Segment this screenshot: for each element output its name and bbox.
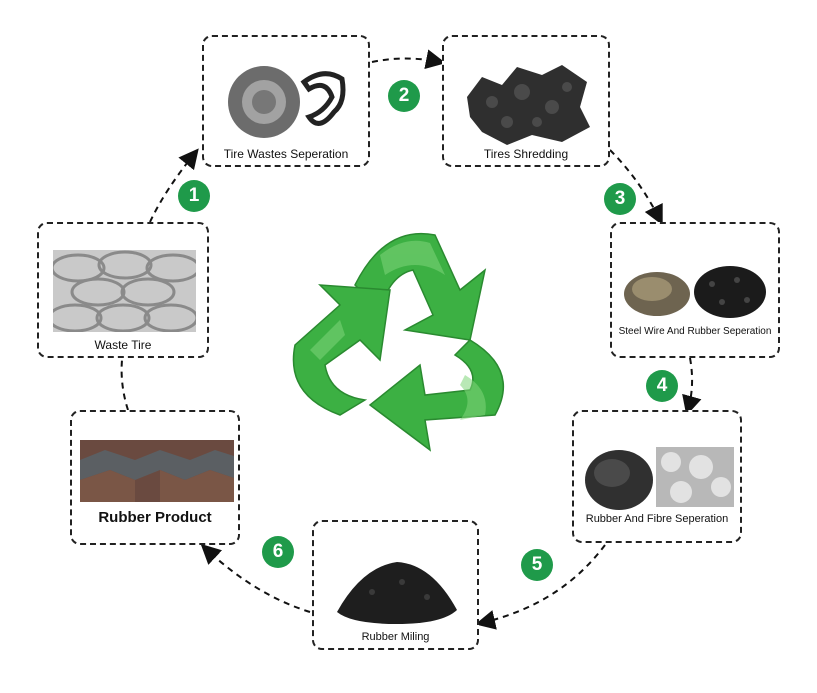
step-badge-1: 1 (178, 180, 210, 212)
step-box-rubber-and-fibre-seperation: Rubber And Fibre Seperation (572, 410, 742, 543)
waste-tire-photo (53, 250, 196, 332)
step-label-2: Tires Shredding (483, 147, 569, 161)
rubber-product-photo (80, 440, 234, 502)
step-badge-6: 6 (262, 536, 294, 568)
step-badge-3: 3 (604, 183, 636, 215)
step-box-rubber-miling: Rubber Miling (312, 520, 479, 650)
step-box-tire-wastes-seperation: Tire Wastes Seperation (202, 35, 370, 167)
recycle-icon (292, 232, 504, 452)
step-box-steel-wire-and-rubber-seperation: Steel Wire And Rubber Seperation (610, 222, 780, 358)
step-label-6: Rubber Product (98, 509, 212, 526)
step-badge-4: 4 (646, 370, 678, 402)
arrow-separation-to-shredding (371, 49, 446, 70)
start-box-waste-tire: Waste Tire (37, 222, 209, 358)
steel-wire-photo (624, 272, 690, 316)
step-label-5: Rubber Miling (361, 631, 430, 643)
rubber-granules-photo (694, 266, 766, 318)
arrow-shredding-to-steel (609, 149, 663, 226)
arrow-steel-to-fibre (682, 357, 702, 416)
arrow-waste-to-separation (149, 148, 199, 223)
start-label: Waste Tire (94, 338, 152, 352)
shredded-tire-photo (467, 65, 590, 145)
step-box-rubber-product: Rubber Product (70, 410, 240, 545)
step-badge-5: 5 (521, 549, 553, 581)
step-label-4: Rubber And Fibre Seperation (585, 513, 729, 525)
step-box-tires-shredding: Tires Shredding (442, 35, 610, 167)
fibre-photo (656, 447, 734, 507)
tire-waste-photo (228, 66, 346, 138)
step-badge-2: 2 (388, 80, 420, 112)
rubber-powder-ball-photo (585, 450, 653, 510)
step-label-1: Tire Wastes Seperation (223, 147, 349, 161)
rubber-powder-pile-photo (337, 562, 457, 624)
arrow-miling-to-product (200, 543, 311, 613)
step-label-3: Steel Wire And Rubber Seperation (618, 326, 772, 337)
line-product-to-waste (120, 359, 129, 411)
